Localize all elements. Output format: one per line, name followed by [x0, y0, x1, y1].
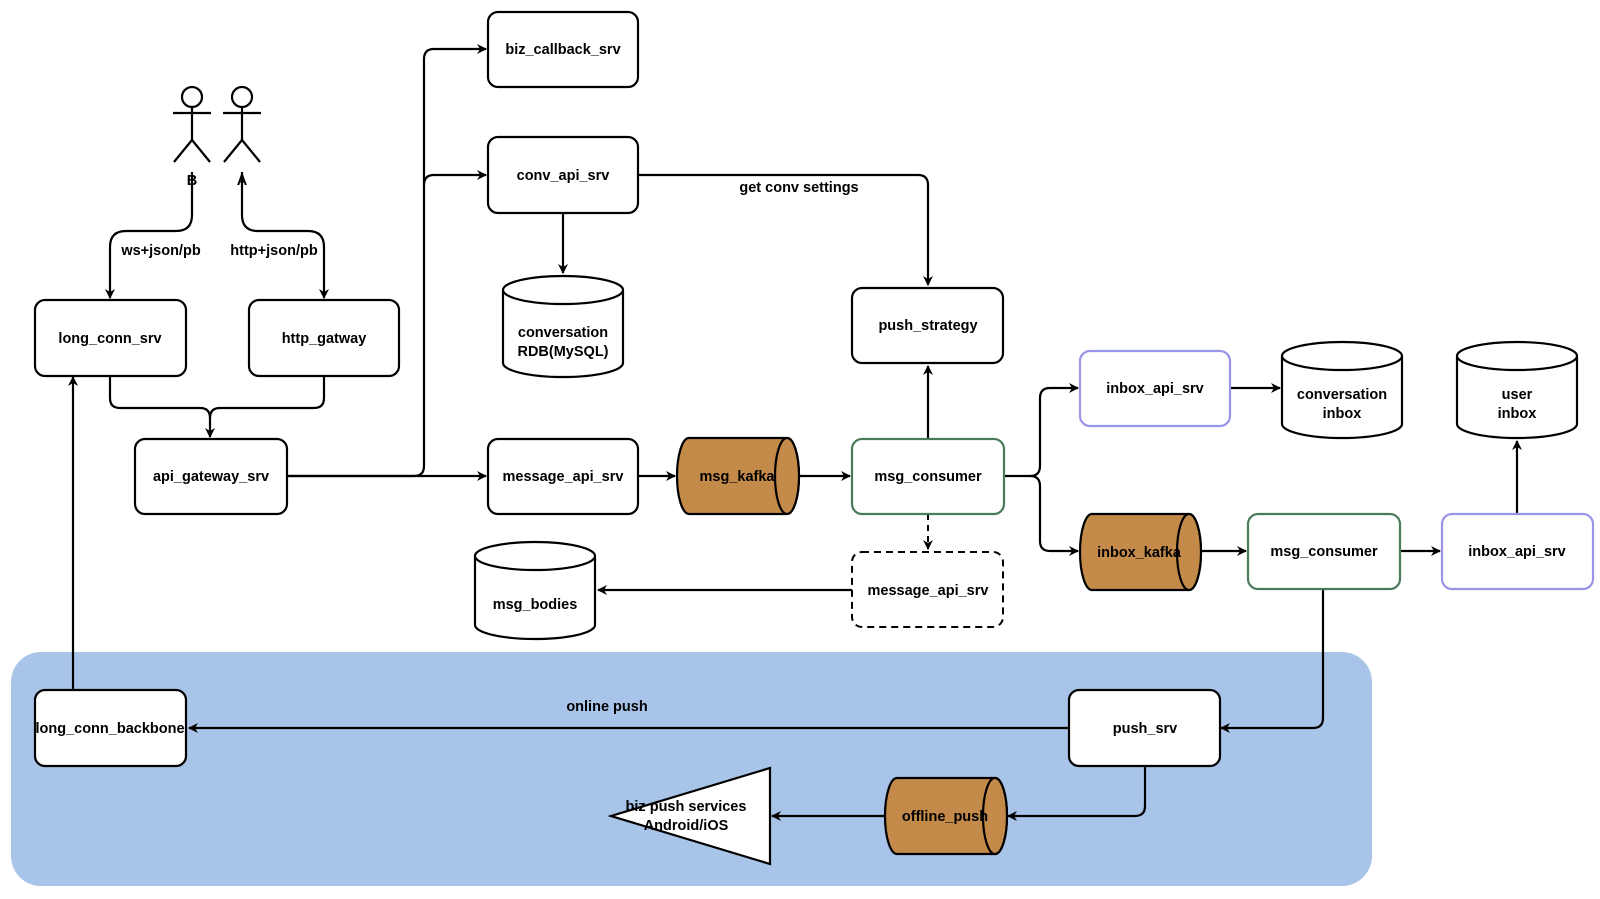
queue-offline-push[interactable]: offline_push [883, 776, 1009, 856]
node-long-conn-srv[interactable]: long_conn_srv [33, 298, 188, 378]
node-long-conn-backbone-label: long_conn_backbone [35, 721, 184, 737]
node-inbox-api-srv-1[interactable]: inbox_api_srv [1078, 349, 1232, 428]
edge-conv-api-to-push-strategy [638, 173, 933, 286]
node-msg-consumer-2[interactable]: msg_consumer [1246, 512, 1402, 591]
node-inbox-api-srv-2-label: inbox_api_srv [1468, 544, 1566, 560]
db-conversation-rdb-line1: conversation [518, 325, 608, 341]
node-push-srv[interactable]: push_srv [1067, 688, 1222, 768]
node-long-conn-srv-label: long_conn_srv [58, 331, 161, 347]
edge-label-online-push: online push [566, 699, 647, 715]
edge-consumer-to-inbox-api-1 [1004, 383, 1079, 478]
node-long-conn-backbone[interactable]: long_conn_backbone [33, 688, 188, 768]
node-inbox-api-srv-2[interactable]: inbox_api_srv [1440, 512, 1595, 591]
db-user-inbox-line1: user [1502, 387, 1533, 403]
node-biz-callback-srv[interactable]: biz_callback_srv [486, 10, 640, 89]
db-user-inbox-line2: inbox [1498, 406, 1537, 422]
node-http-gatway-label: http_gatway [282, 331, 367, 347]
db-conversation-rdb-line2: RDB(MySQL) [517, 344, 608, 360]
edge-long-conn-to-gateway [108, 376, 212, 419]
queue-inbox-kafka[interactable]: inbox_kafka [1078, 512, 1203, 592]
node-api-gateway-srv[interactable]: api_gateway_srv [133, 437, 289, 516]
edge-gateway-to-biz-callback [287, 44, 487, 478]
node-message-api-srv[interactable]: message_api_srv [486, 437, 640, 516]
node-api-gateway-srv-label: api_gateway_srv [153, 469, 269, 485]
db-msg-bodies[interactable]: msg_bodies [473, 540, 597, 641]
edge-push-srv-to-offline-push [1007, 766, 1147, 821]
db-conversation-rdb[interactable]: conversation RDB(MySQL) [501, 274, 625, 379]
edge-consumer-to-inbox-kafka [1029, 474, 1079, 556]
node-message-api-srv-dashed[interactable]: message_api_srv [851, 551, 1004, 628]
node-inbox-api-srv-1-label: inbox_api_srv [1106, 381, 1204, 397]
node-conv-api-srv-label: conv_api_srv [517, 168, 610, 184]
actor-b-label: B [187, 173, 197, 189]
node-message-api-srv-label: message_api_srv [503, 469, 624, 485]
node-biz-push-services-line1: biz push services [626, 799, 747, 815]
node-message-api-srv-dashed-label: message_api_srv [868, 583, 989, 599]
db-user-inbox[interactable]: user inbox [1455, 340, 1579, 440]
node-msg-consumer[interactable]: msg_consumer [850, 437, 1006, 516]
db-conversation-inbox-line1: conversation [1297, 387, 1387, 403]
edge-gateway-to-conv-api [422, 170, 487, 186]
node-push-strategy-label: push_strategy [878, 318, 977, 334]
edge-label-get-conv: get conv settings [739, 180, 858, 196]
node-msg-consumer-2-label: msg_consumer [1270, 544, 1378, 560]
edge-consumer-2-to-push-srv [1220, 589, 1325, 733]
node-msg-consumer-label: msg_consumer [874, 469, 982, 485]
edge-label-ws: ws+json/pb [120, 243, 201, 259]
db-conversation-inbox-line2: inbox [1323, 406, 1362, 422]
queue-offline-push-label: offline_push [902, 809, 988, 825]
node-biz-push-services[interactable]: biz push services Android/iOS [607, 766, 772, 866]
edge-b-to-long-conn [105, 172, 194, 299]
queue-msg-kafka-label: msg_kafka [700, 469, 776, 485]
actor-a-label: A [237, 173, 248, 189]
edge-a-to-http-gateway [240, 172, 329, 299]
node-push-strategy[interactable]: push_strategy [850, 286, 1005, 365]
actor-a: A [223, 85, 261, 189]
actor-b: B [173, 85, 211, 189]
node-biz-callback-srv-label: biz_callback_srv [505, 42, 620, 58]
edge-label-http: http+json/pb [230, 243, 318, 259]
edge-http-to-gateway [205, 376, 326, 438]
push-region [11, 652, 1372, 886]
node-conv-api-srv[interactable]: conv_api_srv [486, 135, 640, 215]
queue-msg-kafka[interactable]: msg_kafka [675, 436, 801, 516]
node-biz-push-services-line2: Android/iOS [644, 818, 729, 834]
db-msg-bodies-label: msg_bodies [493, 597, 578, 613]
node-http-gatway[interactable]: http_gatway [247, 298, 401, 378]
queue-inbox-kafka-label: inbox_kafka [1097, 545, 1182, 561]
db-conversation-inbox[interactable]: conversation inbox [1280, 340, 1404, 440]
node-push-srv-label: push_srv [1113, 721, 1177, 737]
